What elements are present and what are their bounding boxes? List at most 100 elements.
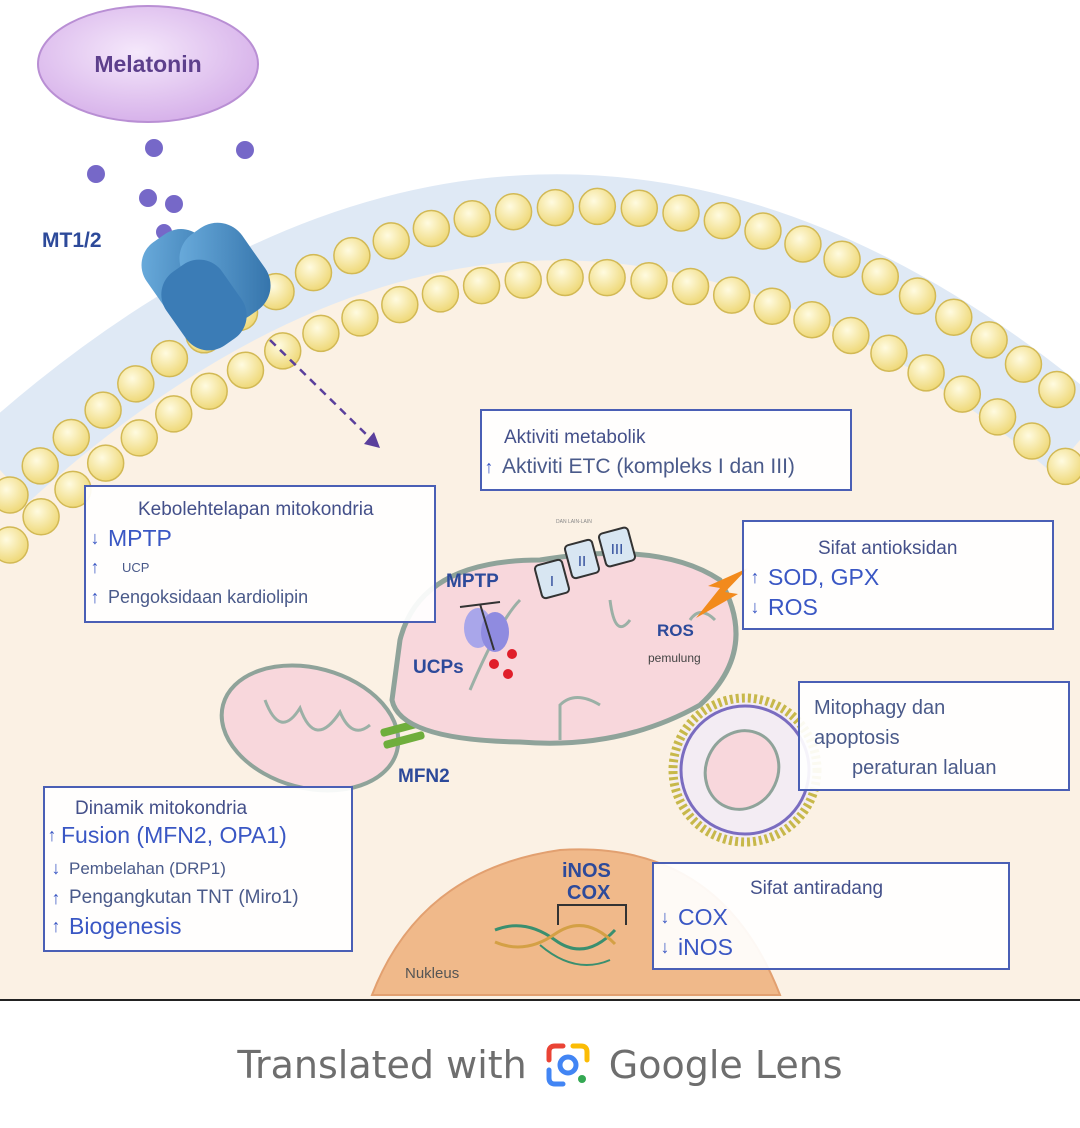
ros-lightning-icon: [696, 568, 748, 618]
up-arrow-icon: ↑: [51, 916, 61, 936]
phospholipid-head: [1038, 370, 1076, 409]
svg-text:III: III: [611, 541, 624, 558]
phospholipid-head: [753, 287, 791, 325]
mt-receptor: [141, 222, 271, 351]
phospholipid-head: [21, 447, 59, 485]
phospholipid-head: [226, 351, 265, 389]
ucp-line: UCP: [122, 560, 150, 575]
phospholipid-head: [536, 188, 575, 227]
autophagosome: [668, 693, 822, 847]
signal-arrow: [269, 339, 373, 441]
mptp-line: MPTP: [108, 525, 172, 551]
phospholipid-heads: [0, 187, 1080, 564]
melatonin-label: Melatonin: [94, 51, 201, 77]
mptp-pore: [459, 601, 509, 652]
dynamics-box: Dinamik mitokondria ↑ Fusion (MFN2, OPA1…: [43, 786, 353, 952]
sod-gpx-line: SOD, GPX: [768, 564, 880, 590]
phospholipid-head: [155, 395, 193, 433]
phospholipid-head: [898, 277, 937, 315]
phospholipid-head: [0, 476, 29, 514]
phospholipid-head: [372, 222, 410, 260]
phospholipid-head: [861, 257, 900, 296]
fusion-line: Fusion (MFN2, OPA1): [61, 822, 287, 848]
phospholipid-head: [870, 334, 908, 372]
down-arrow-icon: ↓: [660, 937, 670, 957]
phospholipid-head: [793, 300, 831, 339]
inos-line: iNOS: [678, 934, 733, 960]
phospholipid-head: [578, 187, 617, 226]
phospholipid-head: [1004, 345, 1043, 383]
mitophagy-line-2: apoptosis: [814, 727, 900, 749]
phospholipid-head: [1013, 422, 1051, 460]
up-arrow-icon: ↑: [484, 456, 494, 477]
tiny-caption: DAN LAIN-LAIN: [556, 519, 592, 525]
mfn2-label: MFN2: [398, 766, 450, 787]
phospholipid-head: [341, 299, 379, 337]
phospholipid-head: [0, 526, 29, 564]
phospholipid-head: [504, 261, 542, 299]
biogenesis-line: Biogenesis: [69, 913, 182, 939]
phospholipid-head: [421, 275, 460, 313]
up-arrow-icon: ↑: [750, 567, 760, 587]
tnt-line: Pengangkutan TNT (Miro1): [69, 887, 299, 908]
fission-line: Pembelahan (DRP1): [69, 858, 226, 878]
scavenger-label: pemulung: [648, 651, 701, 665]
permeability-title: Kebolehtelapan mitokondria: [138, 499, 374, 520]
translated-with-text: Translated with: [237, 1043, 527, 1087]
phospholipid-head: [1046, 447, 1080, 486]
google-lens-icon: [546, 1043, 590, 1087]
phospholipid-head: [935, 298, 973, 336]
phospholipid-head: [294, 253, 333, 292]
phospholipid-head: [86, 444, 125, 482]
phospholipid-head: [620, 189, 659, 227]
antiinflammatory-title: Sifat antiradang: [750, 878, 884, 899]
cardiolipin-line: Pengoksidaan kardiolipin: [108, 587, 309, 607]
down-arrow-icon: ↓: [660, 907, 670, 927]
dynamics-title: Dinamik mitokondria: [75, 798, 248, 819]
phospholipid-head: [662, 194, 700, 232]
metabolic-activity-box: Aktiviti metabolik ↑ Aktiviti ETC (kompl…: [480, 409, 852, 491]
mt12-label: MT1/2: [42, 229, 102, 252]
melatonin-molecule: [37, 5, 259, 123]
phospholipid-head: [712, 276, 751, 314]
cox-line: COX: [678, 904, 728, 930]
phospholipid-head: [333, 236, 371, 275]
phospholipid-head: [117, 365, 155, 403]
phospholipid-head: [907, 354, 945, 392]
down-arrow-icon: ↓: [90, 528, 100, 548]
google-lens-brand: Google Lens: [608, 1043, 843, 1087]
down-arrow-icon: ↓: [51, 858, 61, 878]
phospholipid-head: [120, 419, 159, 457]
phospholipid-head: [150, 339, 189, 378]
google-lens-footer: Translated with Google Lens: [0, 1002, 1080, 1128]
metabolic-line: Aktiviti ETC (kompleks I dan III): [502, 455, 795, 478]
phospholipid-head: [943, 375, 982, 413]
svg-text:II: II: [578, 553, 586, 570]
phospholipid-head: [588, 258, 626, 297]
mitophagy-line-3: peraturan laluan: [852, 757, 997, 779]
melatonin-particles: [87, 139, 254, 240]
phospholipid-head: [703, 201, 742, 240]
ros-line: ROS: [768, 594, 818, 620]
down-arrow-icon: ↓: [750, 597, 760, 617]
phospholipid-head: [978, 398, 1017, 436]
phospholipid-head: [671, 267, 710, 306]
antiinflammatory-box: Sifat antiradang ↓ COX ↓ iNOS: [652, 862, 1010, 970]
permeability-box: Kebolehtelapan mitokondria ↓ MPTP ↑ UCP …: [84, 485, 436, 623]
up-arrow-icon: ↑: [90, 557, 100, 577]
metabolic-title: Aktiviti metabolik: [504, 427, 646, 448]
phospholipid-head: [630, 261, 668, 300]
phospholipid-head: [302, 314, 340, 353]
phospholipid-head: [453, 199, 491, 238]
mitophagy-box: Mitophagy dan apoptosis peraturan laluan: [798, 681, 1070, 791]
nucleus-label: Nukleus: [405, 965, 459, 982]
mitophagy-line-1: Mitophagy dan: [814, 697, 946, 719]
phospholipid-head: [22, 498, 60, 536]
etc-complexes: I II III: [533, 526, 636, 600]
phospholipid-head: [494, 192, 533, 231]
inos-gene-label: iNOS: [562, 860, 611, 882]
dna-icon: [494, 924, 617, 966]
phospholipid-head: [832, 316, 870, 355]
ros-label: ROS: [657, 621, 694, 640]
up-arrow-icon: ↑: [90, 587, 100, 607]
